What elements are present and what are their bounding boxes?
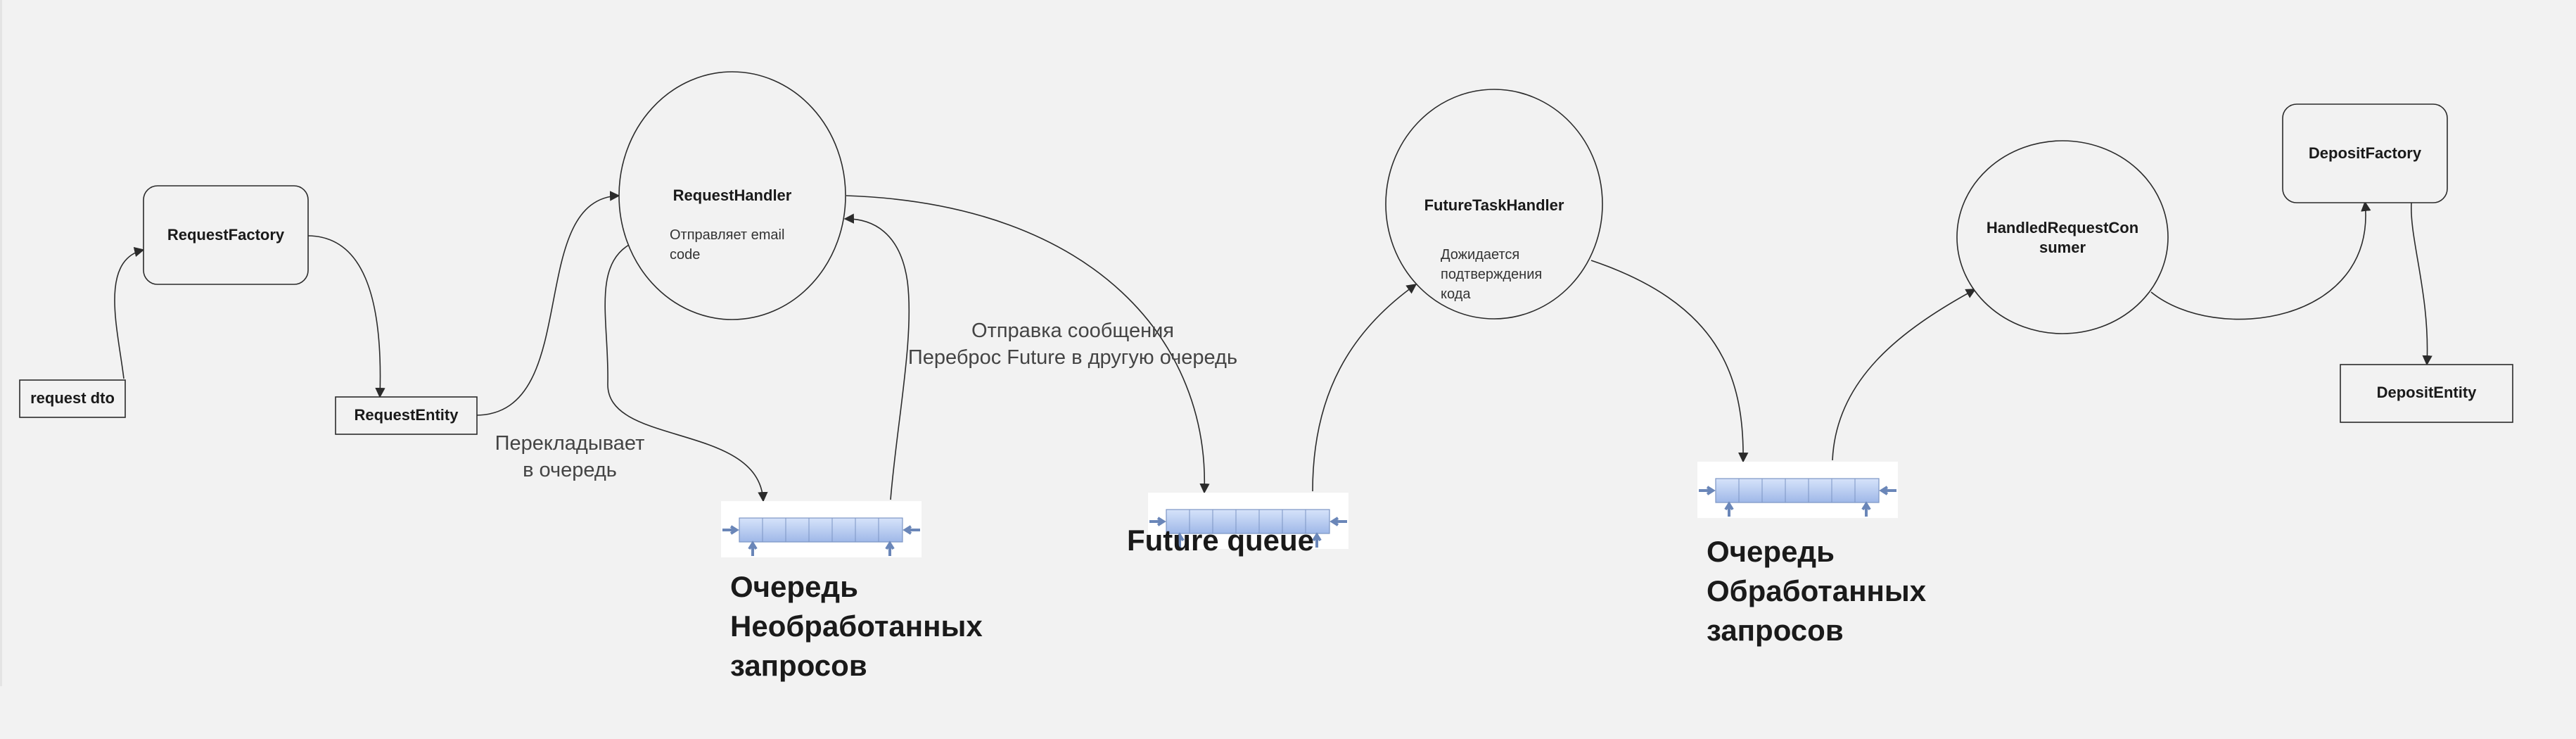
edge-handler-to-future-queue <box>846 195 1210 494</box>
edge-dto-to-factory <box>114 246 145 379</box>
queue-unprocessed-title-line-3: запросов <box>730 649 867 682</box>
future-task-handler-note-line-2: подтверждения <box>1441 267 1543 282</box>
handled-request-consumer-circle[interactable] <box>1956 140 2169 334</box>
request-dto-box[interactable] <box>19 379 126 418</box>
edge-entity-to-handler <box>475 191 620 416</box>
edge-handler-to-queue <box>604 244 768 503</box>
queue-processed-title-line-2: Обработанных <box>1707 574 1927 607</box>
queue-processed-title-line-3: запросов <box>1707 614 1844 647</box>
queue-processed-icon <box>1699 478 1896 517</box>
edge-future-queue-to-task-handler <box>1312 284 1417 492</box>
request-handler-label: RequestHandler <box>672 187 792 204</box>
handled-request-consumer-label-line-1: HandledRequestCon <box>1986 219 2139 236</box>
future-task-handler-note-line-1: Дожидается <box>1441 247 1520 263</box>
edge-label-sending-line-1: Отправка сообщения <box>971 320 1174 342</box>
request-factory-label: RequestFactory <box>167 226 285 244</box>
handled-request-consumer-label-line-2: sumer <box>2039 239 2086 256</box>
queue-future-icon <box>1149 509 1347 548</box>
future-task-handler-label: FutureTaskHandler <box>1424 196 1564 214</box>
request-entity-box[interactable] <box>335 396 478 435</box>
edge-processed-to-consumer <box>1832 289 1977 461</box>
queue-unprocessed-icon <box>722 517 920 556</box>
deposit-entity-label: DepositEntity <box>2376 384 2477 401</box>
future-task-handler-circle[interactable] <box>1385 89 1603 320</box>
deposit-entity-box[interactable] <box>2340 364 2513 423</box>
queue-future-title: Future queue <box>1127 524 1315 557</box>
deposit-factory-label: DepositFactory <box>2308 144 2422 162</box>
queue-unprocessed-title-line-1: Очередь <box>730 570 858 603</box>
request-handler-note-line-2: code <box>670 247 701 263</box>
edge-task-handler-to-processed <box>1590 260 1749 463</box>
queue-processed[interactable] <box>1697 462 1898 518</box>
queue-unprocessed-title-line-2: Необработанных <box>730 609 983 643</box>
queue-unprocessed[interactable] <box>721 501 922 557</box>
edge-consumer-to-deposit-factory <box>2150 201 2371 320</box>
deposit-factory-box[interactable] <box>2282 103 2448 203</box>
request-factory-box[interactable] <box>143 185 309 285</box>
edge-label-sending-line-2: Переброс Future в другую очередь <box>907 346 1238 369</box>
edge-queue-to-handler <box>843 213 910 500</box>
edge-label-shifts-line-2: в очередь <box>523 459 617 481</box>
edge-factory-to-entity <box>307 235 385 398</box>
request-handler-note-line-1: Отправляет email <box>670 227 785 243</box>
edge-label-shifts-line-1: Перекладывает <box>495 432 645 455</box>
edge-deposit-factory-to-entity <box>2411 202 2432 366</box>
page-left-edge <box>0 0 2 686</box>
request-entity-label: RequestEntity <box>354 406 459 424</box>
request-handler-circle[interactable] <box>618 71 846 320</box>
queue-processed-title-line-1: Очередь <box>1707 535 1835 568</box>
future-task-handler-note-line-3: кода <box>1441 286 1471 302</box>
queue-future[interactable] <box>1148 493 1348 549</box>
request-dto-label: request dto <box>30 389 115 407</box>
